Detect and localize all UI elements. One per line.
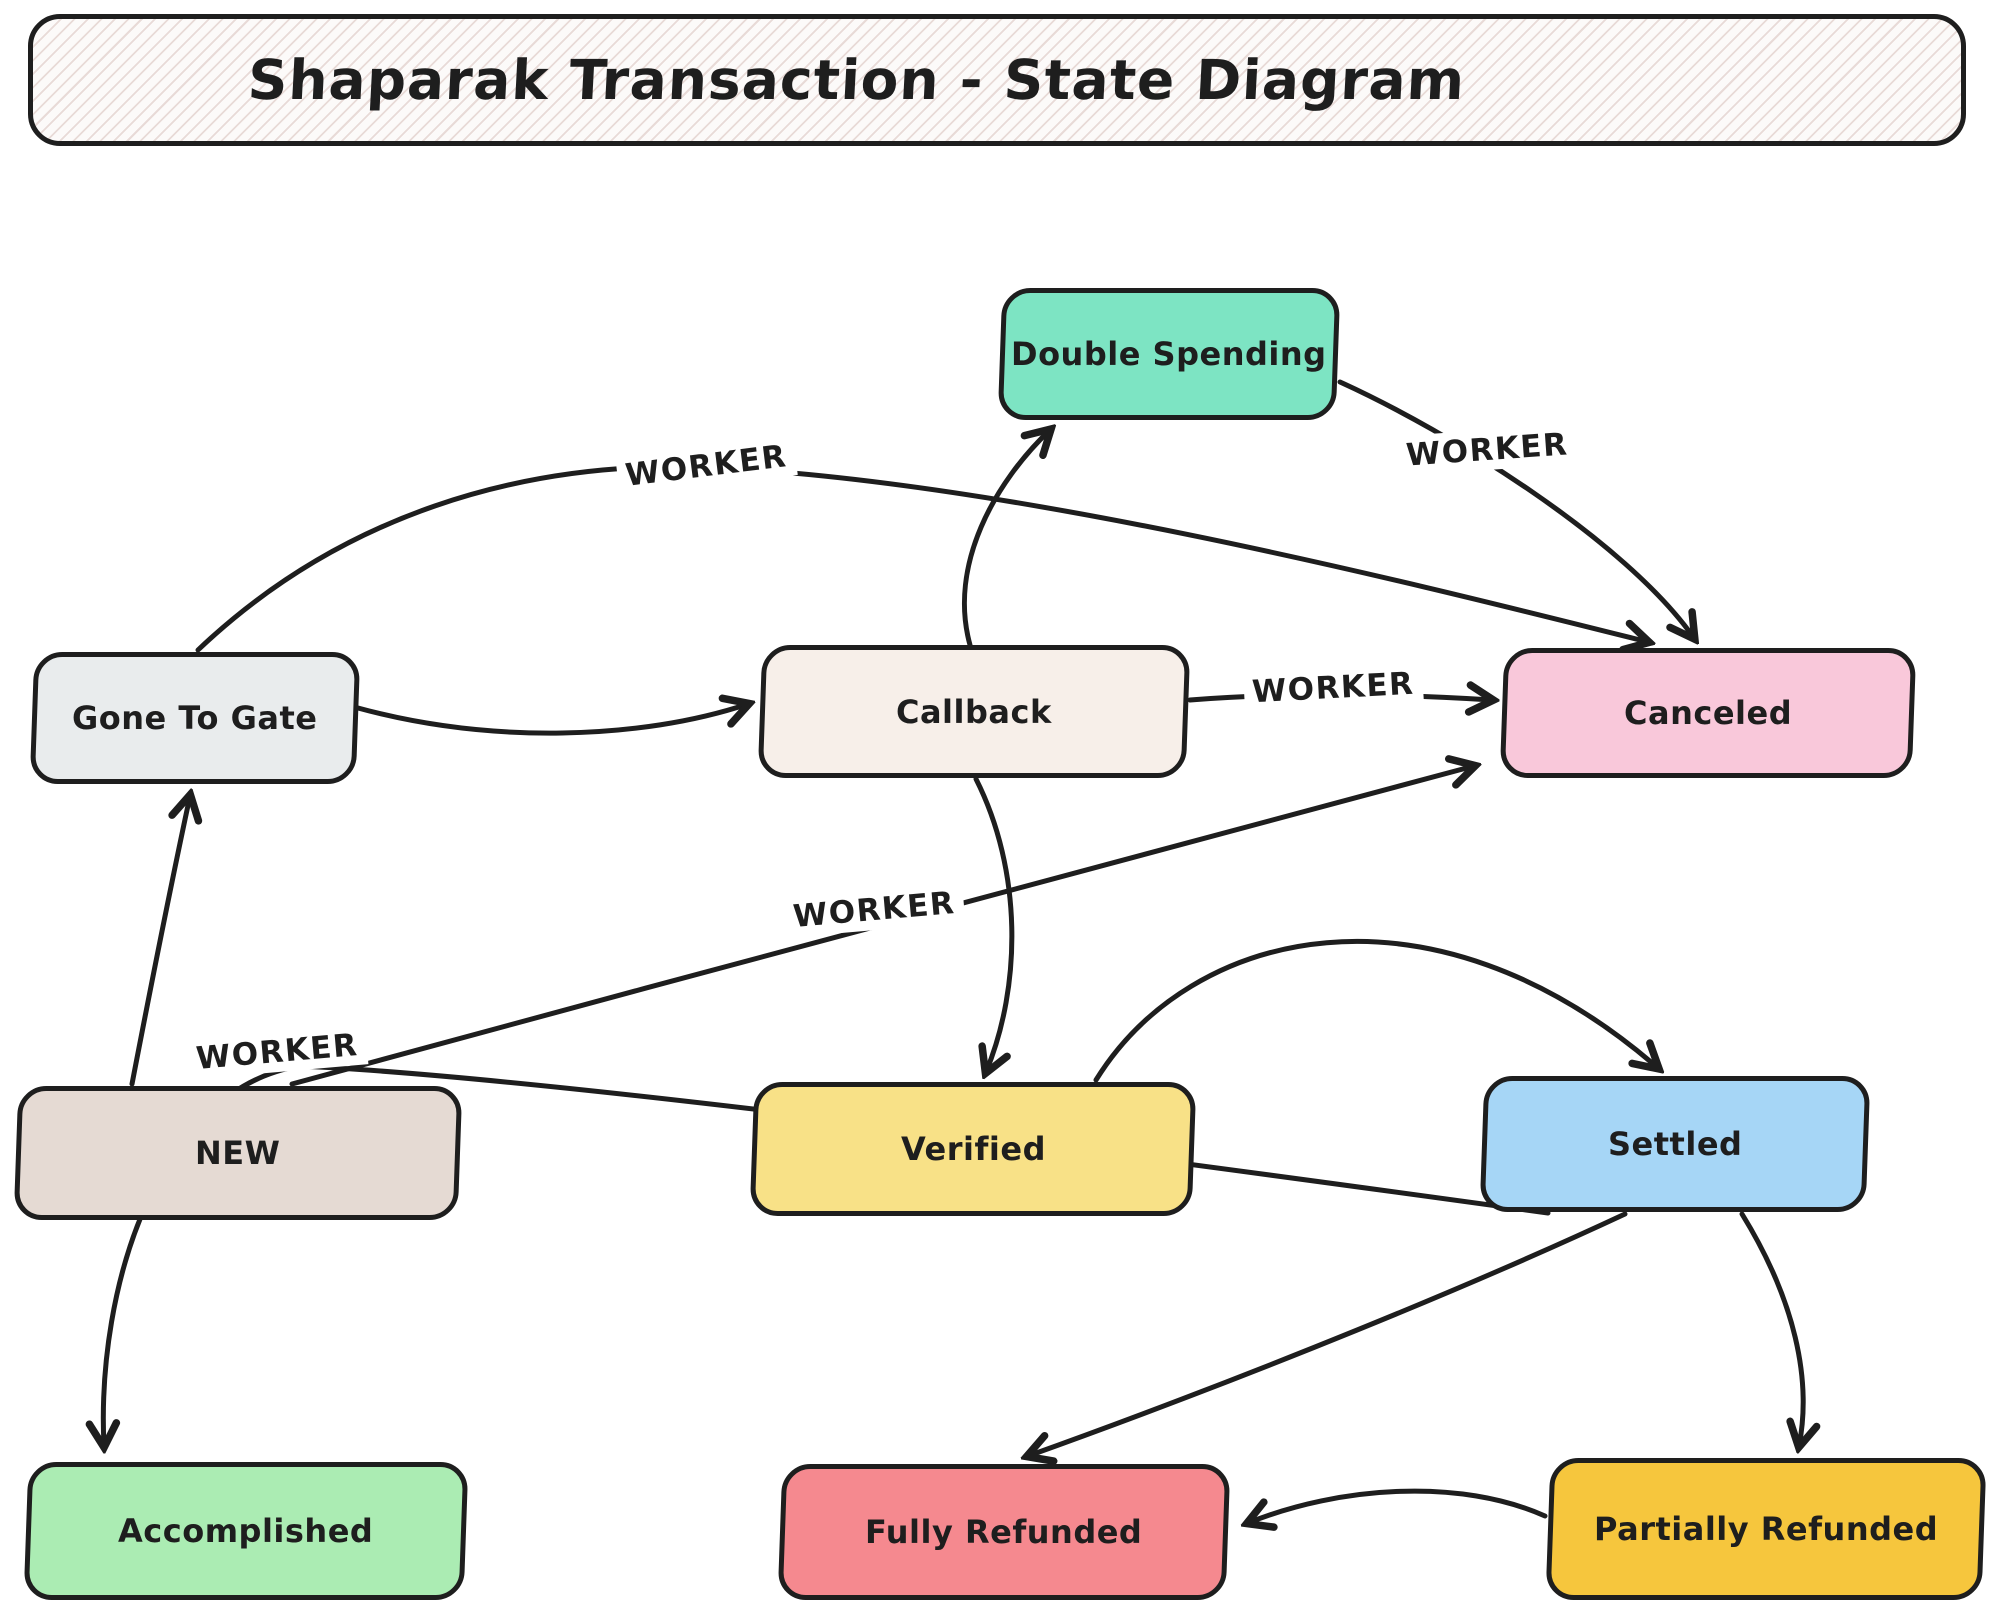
edge-double-spending-to-canceled[interactable] bbox=[1337, 379, 1694, 638]
edge-settled-to-fully-refunded[interactable] bbox=[1028, 1211, 1628, 1456]
state-label: Partially Refunded bbox=[1593, 1510, 1939, 1548]
state-node-partially-refunded[interactable]: Partially Refunded bbox=[1545, 1458, 1987, 1600]
edge-callback-to-double-spending[interactable] bbox=[962, 430, 1050, 648]
state-label: Accomplished bbox=[118, 1512, 374, 1550]
state-node-canceled[interactable]: Canceled bbox=[1499, 648, 1917, 778]
edge-partially-refunded-to-fully-refunded[interactable] bbox=[1248, 1488, 1548, 1523]
diagram-title-box[interactable]: Shaparak Transaction - State Diagram bbox=[28, 14, 1966, 146]
state-node-gone-to-gate[interactable]: Gone To Gate bbox=[29, 652, 361, 784]
edge-settled-to-partially-refunded[interactable] bbox=[1739, 1211, 1803, 1446]
edge-verified-to-settled[interactable] bbox=[1093, 938, 1658, 1083]
state-node-settled[interactable]: Settled bbox=[1479, 1076, 1871, 1212]
state-node-accomplished[interactable]: Accomplished bbox=[23, 1462, 469, 1600]
state-label: Verified bbox=[900, 1130, 1046, 1168]
state-label: Canceled bbox=[1623, 694, 1793, 732]
state-label: Gone To Gate bbox=[72, 699, 318, 737]
edge-gone-to-gate-to-canceled[interactable] bbox=[195, 464, 1648, 650]
state-node-fully-refunded[interactable]: Fully Refunded bbox=[777, 1464, 1231, 1600]
state-label: Settled bbox=[1607, 1125, 1743, 1163]
state-label: NEW bbox=[195, 1134, 281, 1172]
edge-new-to-gone-to-gate[interactable] bbox=[129, 796, 190, 1087]
edge-settled-to-accomplished[interactable] bbox=[103, 1063, 1551, 1446]
state-label: Fully Refunded bbox=[865, 1513, 1143, 1551]
state-label: Callback bbox=[896, 692, 1052, 731]
edge-gone-to-gate-to-callback[interactable] bbox=[355, 704, 748, 736]
state-node-callback[interactable]: Callback bbox=[757, 645, 1191, 778]
state-node-verified[interactable]: Verified bbox=[749, 1082, 1197, 1216]
state-node-new[interactable]: NEW bbox=[13, 1086, 463, 1220]
state-label: Double Spending bbox=[1011, 335, 1327, 373]
edge-callback-to-verified[interactable] bbox=[973, 776, 1015, 1072]
state-node-double-spending[interactable]: Double Spending bbox=[997, 288, 1341, 420]
